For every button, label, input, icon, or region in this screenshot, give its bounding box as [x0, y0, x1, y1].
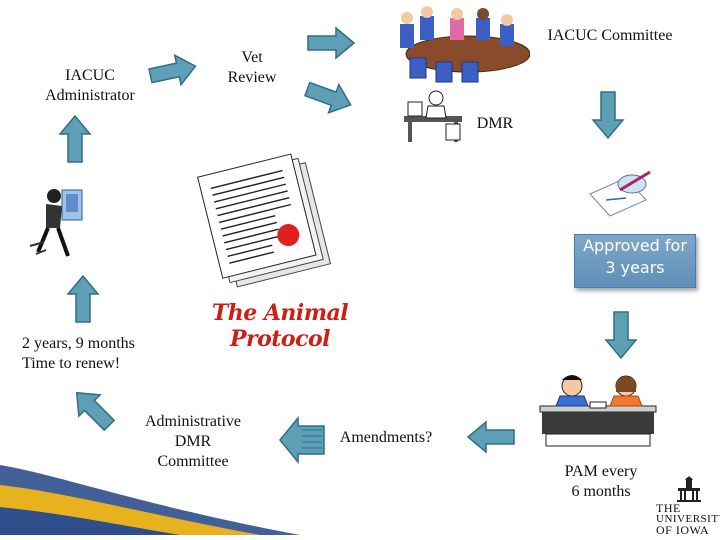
university-of-iowa-logo: THE UNIVERSITY OF IOWA	[656, 476, 720, 537]
decorative-swoosh	[0, 445, 300, 540]
committee-meeting-icon	[380, 4, 531, 89]
arrow-admin-to-vet	[145, 49, 201, 93]
arrow-admin-dmr-to-renew	[63, 379, 122, 438]
diagram-title: The Animal Protocol	[211, 300, 349, 352]
iacuc-administrator-label: IACUC Administrator	[45, 67, 135, 104]
reviewer-icon	[24, 172, 106, 267]
admin-dmr-committee-label: Administrative DMR Committee	[145, 413, 241, 470]
logo-line-3: OF IOWA	[656, 523, 710, 537]
arrow-vet-to-dmr	[300, 72, 359, 121]
dmr-worker-icon	[398, 88, 468, 149]
arrow-amendments-to-admin	[278, 412, 326, 468]
approved-box: Approved for 3 years	[574, 234, 696, 288]
protocol-document-icon	[196, 150, 336, 295]
pam-meeting-icon	[536, 372, 660, 457]
arrow-vet-to-committee	[306, 26, 356, 60]
logo-line-1: THE	[656, 501, 681, 515]
pam-label: PAM every 6 months	[564, 463, 638, 500]
logo-line-2: UNIVERSITY	[656, 513, 720, 525]
amendments-label: Amendments?	[339, 429, 433, 446]
dmr-label: DMR	[476, 115, 514, 132]
vet-review-label: Vet Review	[227, 49, 277, 86]
renew-label: 2 years, 9 months Time to renew!	[22, 335, 135, 372]
arrow-reviewer-up	[58, 114, 92, 164]
arrow-renew-up	[66, 274, 100, 324]
iacuc-committee-label: IACUC Committee	[547, 27, 673, 44]
signing-hand-icon	[586, 164, 658, 225]
arrow-pam-to-amendments	[466, 420, 516, 454]
arrow-approved-down	[604, 310, 638, 360]
arrow-committee-down	[591, 90, 625, 140]
